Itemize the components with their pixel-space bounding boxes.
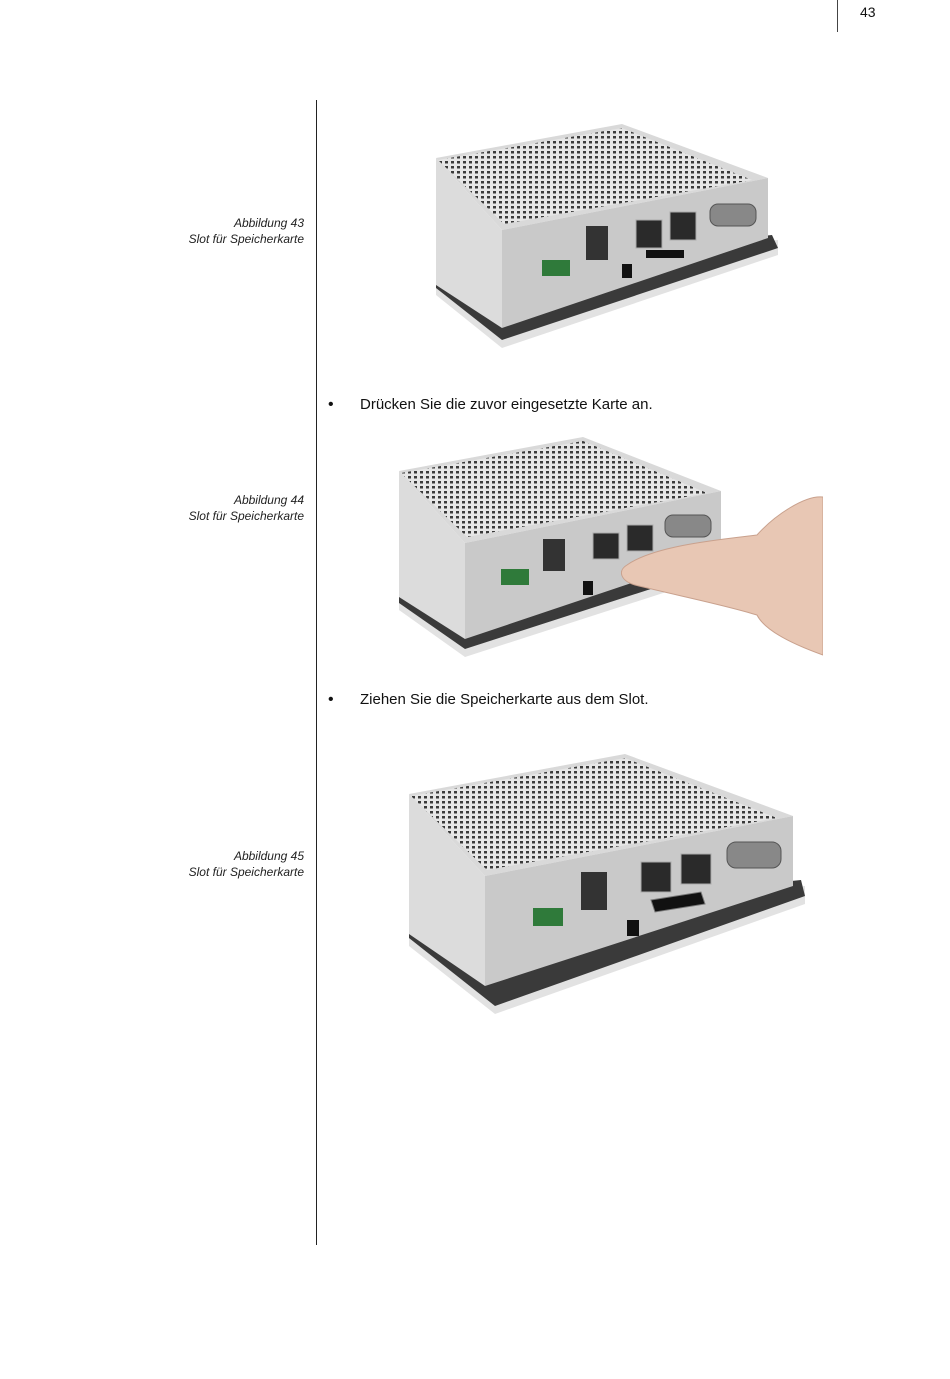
figure-43-caption-number: Abbildung 43	[233, 216, 304, 230]
step-1-text: Drücken Sie die zuvor eingesetzte Karte …	[360, 396, 653, 413]
step-1: • Drücken Sie die zuvor eingesetzte Karte…	[328, 395, 653, 415]
step-2-text: Ziehen Sie die Speicherkarte aus dem Slo…	[360, 691, 649, 708]
figure-43-caption: Abbildung 43 Slot für Speicherkarte	[104, 215, 304, 247]
step-1-bullet: •	[328, 396, 334, 413]
page-number: 43	[860, 4, 876, 20]
step-2-bullet: •	[328, 691, 334, 708]
figure-44-caption-number: Abbildung 44	[233, 493, 304, 507]
figure-44-device-photo	[395, 435, 823, 661]
figure-44-caption: Abbildung 44 Slot für Speicherkarte	[104, 492, 304, 524]
figure-45-caption: Abbildung 45 Slot für Speicherkarte	[104, 848, 304, 880]
header-rule	[837, 0, 838, 32]
device-card-ejected-illustration	[409, 754, 805, 1014]
figure-43-device-photo	[432, 120, 782, 352]
figure-43-caption-title: Slot für Speicherkarte	[188, 232, 304, 246]
device-with-finger-illustration	[399, 437, 823, 657]
device-illustration	[436, 124, 778, 348]
figure-45-caption-number: Abbildung 45	[233, 849, 304, 863]
step-2: • Ziehen Sie die Speicherkarte aus dem Sl…	[328, 690, 649, 710]
figure-44-caption-title: Slot für Speicherkarte	[188, 509, 304, 523]
margin-rule	[316, 100, 317, 1245]
figure-45-caption-title: Slot für Speicherkarte	[188, 865, 304, 879]
figure-45-device-photo	[405, 750, 810, 1018]
